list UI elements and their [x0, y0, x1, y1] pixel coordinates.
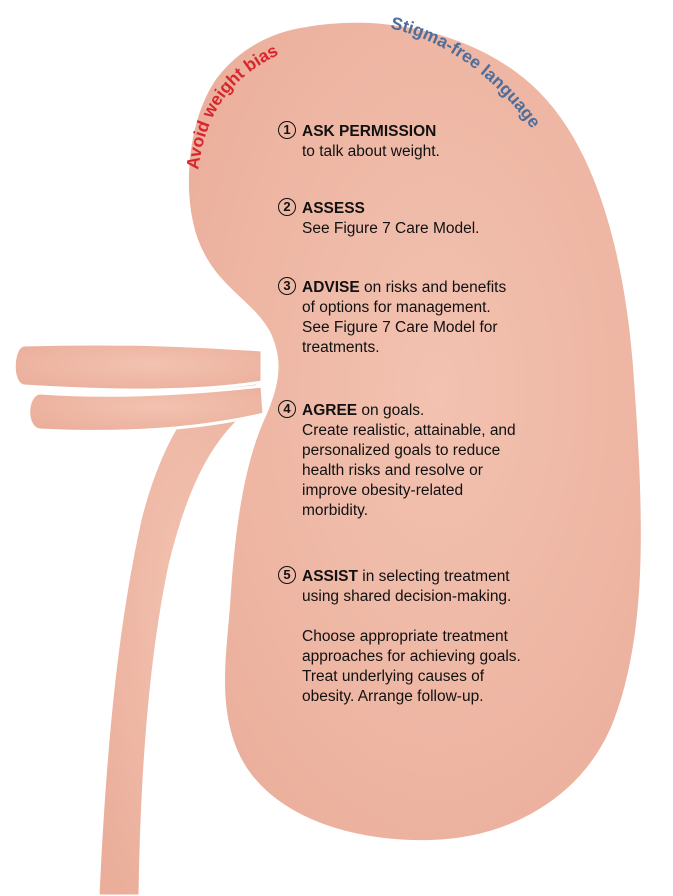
step-line: personalized goals to reduce [279, 441, 579, 461]
step-number-badge: 4 [278, 400, 296, 418]
step-line: See Figure 7 Care Model. [279, 219, 579, 239]
step-title: ASSESS [302, 200, 365, 217]
step-4: 4 AGREE on goals. Create realistic, atta… [279, 401, 579, 521]
step-number-badge: 1 [278, 121, 296, 139]
step-line: See Figure 7 Care Model for [279, 318, 579, 338]
step-1: 1 ASK PERMISSION to talk about weight. [279, 122, 579, 162]
step-3: 3 ADVISE on risks and benefits of option… [279, 278, 579, 358]
renal-vessel-upper [14, 344, 262, 390]
step-line: obesity. Arrange follow-up. [279, 687, 579, 707]
step-title: ASSIST [302, 568, 358, 585]
step-number-badge: 5 [278, 566, 296, 584]
step-title-suffix: on goals. [357, 402, 424, 419]
step-line: health risks and resolve or [279, 461, 579, 481]
step-title-suffix: in selecting treatment [358, 568, 510, 585]
step-line: morbidity. [279, 501, 579, 521]
step-number-badge: 2 [278, 198, 296, 216]
step-spacer [279, 607, 579, 627]
step-line: Choose appropriate treatment [279, 627, 579, 647]
step-line: approaches for achieving goals. [279, 647, 579, 667]
step-line: of options for management. [279, 298, 579, 318]
step-line: Create realistic, attainable, and [279, 421, 579, 441]
step-title-suffix: on risks and benefits [360, 279, 506, 296]
step-line: improve obesity-related [279, 481, 579, 501]
step-line: Treat underlying causes of [279, 667, 579, 687]
step-line: using shared decision-making. [279, 587, 579, 607]
step-line: treatments. [279, 338, 579, 358]
step-title: AGREE [302, 402, 357, 419]
step-number-badge: 3 [278, 277, 296, 295]
step-line: to talk about weight. [279, 142, 579, 162]
step-title: ASK PERMISSION [302, 123, 436, 140]
step-title: ADVISE [302, 279, 360, 296]
step-2: 2 ASSESS See Figure 7 Care Model. [279, 199, 579, 239]
step-5: 5 ASSIST in selecting treatment using sh… [279, 567, 579, 707]
